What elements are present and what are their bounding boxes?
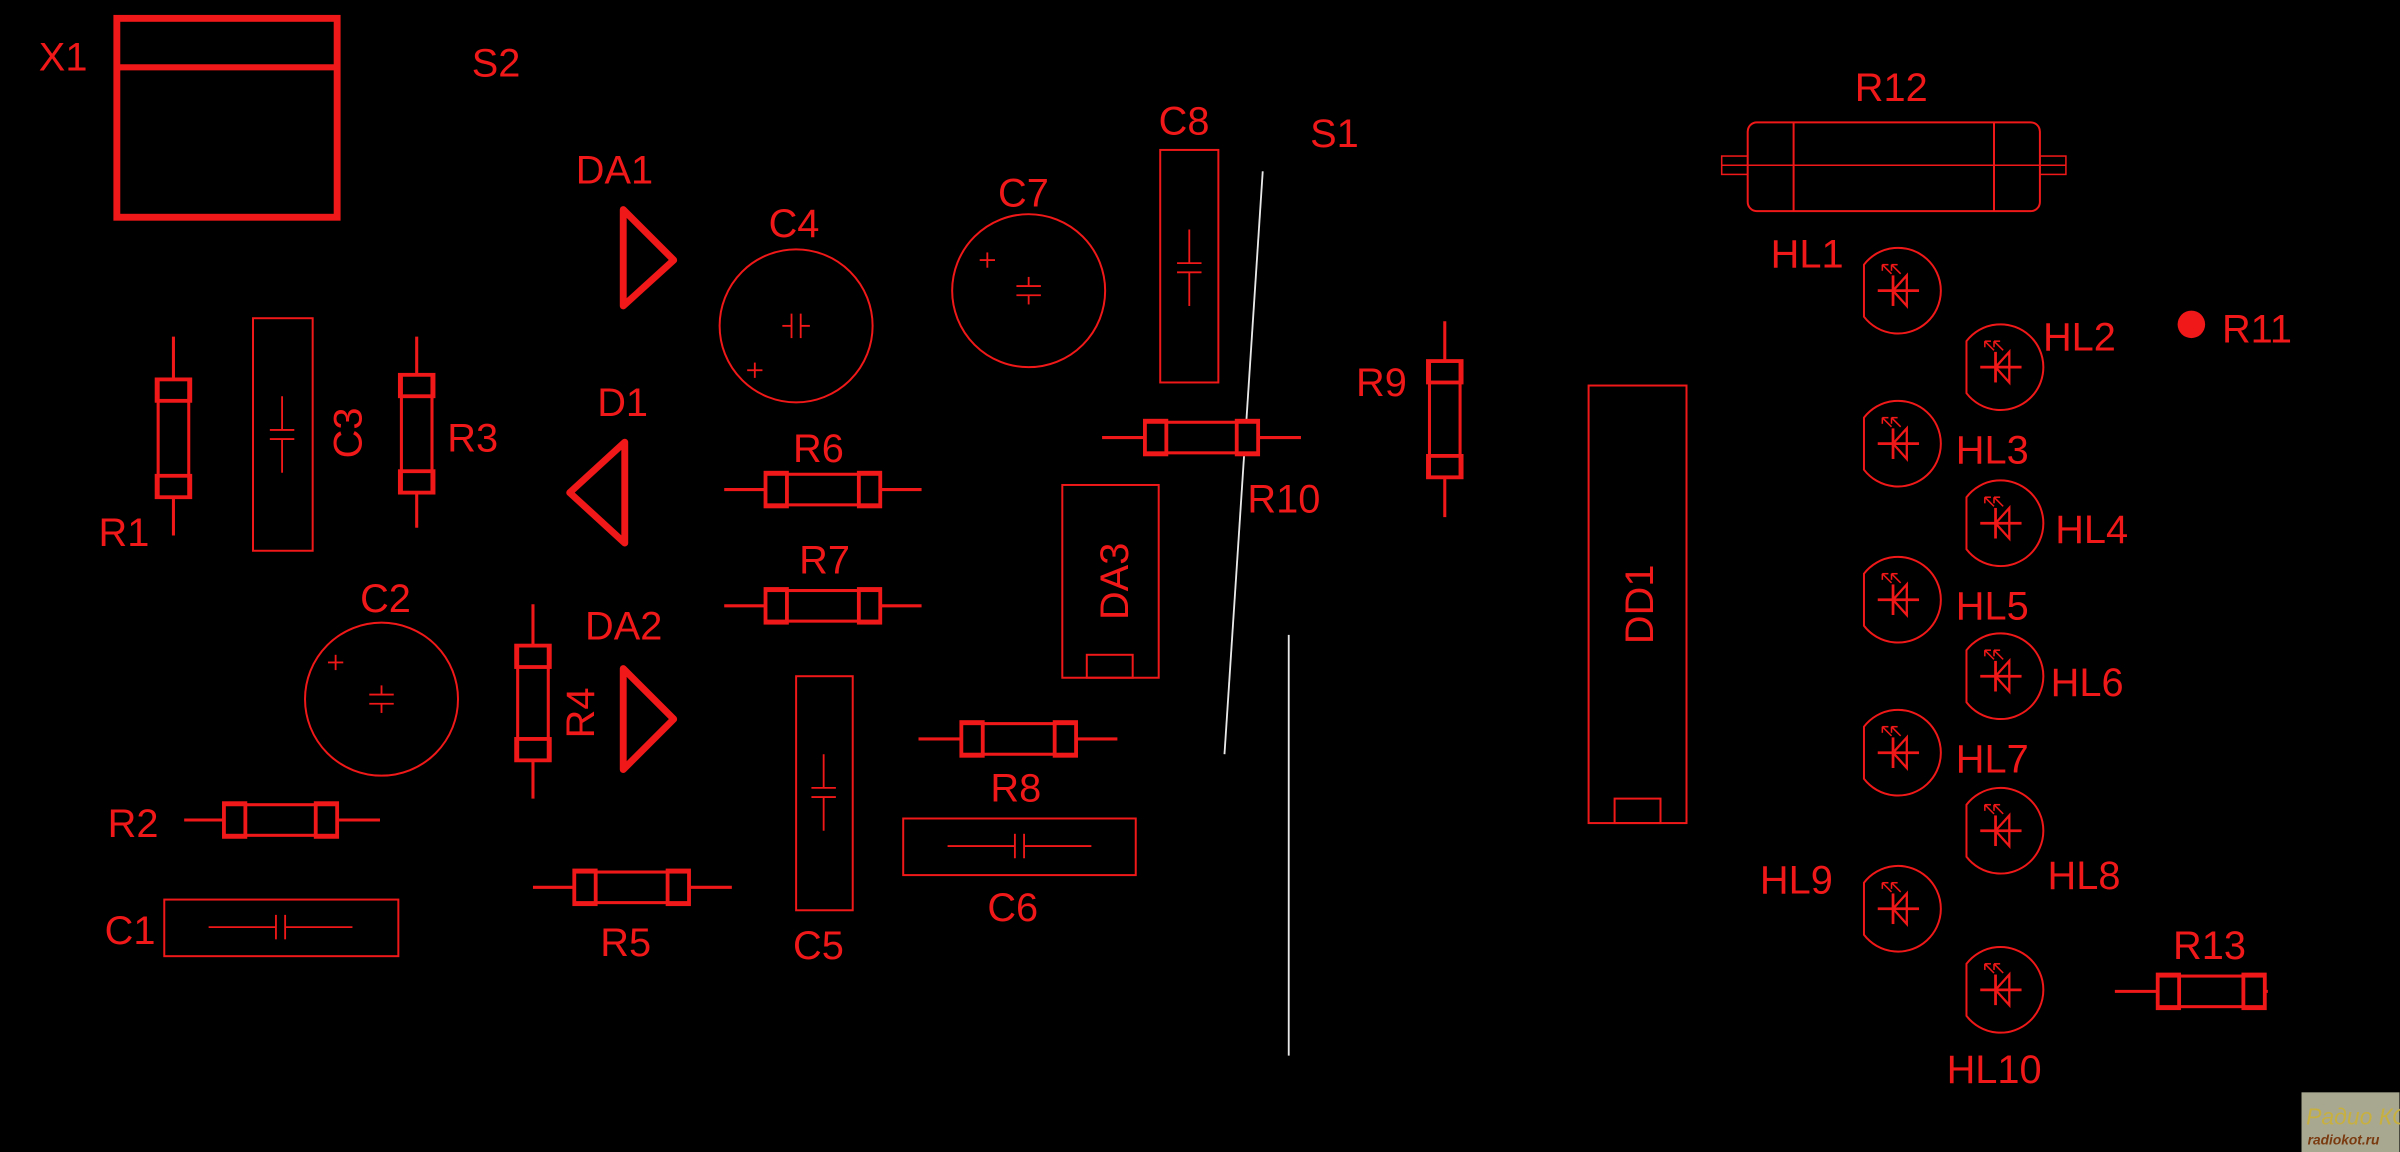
resistor-r11: R11 — [2177, 308, 2292, 352]
label-s2: S2 — [472, 41, 521, 85]
label-s1: S1 — [1310, 112, 1359, 156]
connector-x1: X1 — [39, 14, 341, 221]
resistor-r2: R2 — [108, 801, 380, 846]
label-hl2: HL2 — [2043, 315, 2116, 359]
label-r3: R3 — [447, 416, 498, 460]
capacitor-c2: C2 — [304, 577, 460, 777]
logo-title: Радио КОТ — [2306, 1103, 2400, 1129]
label-c4: C4 — [769, 202, 820, 246]
led-hl10: HL10 — [1947, 946, 2045, 1092]
label-r12: R12 — [1855, 66, 1928, 110]
resistor-r6: R6 — [724, 427, 922, 509]
capacitor-c4: C4 — [718, 202, 874, 404]
resistor-r9: R9 — [1356, 321, 1464, 518]
capacitor-c7: C7 — [951, 172, 1107, 369]
led-hl1: HL1 — [1771, 233, 1942, 335]
label-hl5: HL5 — [1956, 585, 2029, 629]
label-d1: D1 — [597, 381, 648, 425]
led-hl9: HL9 — [1760, 858, 1942, 953]
label-c1: C1 — [105, 909, 156, 953]
label-da3: DA3 — [1093, 543, 1137, 620]
label-hl4: HL4 — [2055, 508, 2128, 552]
label-c7: C7 — [998, 172, 1049, 216]
label-r1: R1 — [98, 511, 149, 555]
label-da1: DA1 — [576, 149, 653, 193]
label-r7: R7 — [799, 539, 850, 583]
resistor-r12: R12 — [1720, 66, 2067, 213]
label-hl10: HL10 — [1947, 1048, 2042, 1092]
led-hl4: HL4 — [1965, 479, 2128, 568]
led-hl7: HL7 — [1862, 708, 2029, 797]
capacitor-c1: C1 — [105, 898, 400, 958]
resistor-r5: R5 — [532, 868, 732, 965]
led-hl3: HL3 — [1862, 399, 2029, 488]
ic-da3: DA3 — [1061, 483, 1160, 679]
resistor-r3: R3 — [397, 336, 498, 528]
led-hl2: HL2 — [1965, 315, 2116, 411]
label-r9: R9 — [1356, 361, 1407, 405]
label-c6: C6 — [987, 886, 1038, 930]
logo-url: radiokot.ru — [2308, 1132, 2380, 1147]
label-r2: R2 — [108, 802, 159, 846]
capacitor-c5: C5 — [793, 675, 854, 968]
label-hl9: HL9 — [1760, 858, 1833, 902]
logo: Радио КОТ radiokot.ru — [2301, 1092, 2400, 1152]
resistor-r8: R8 — [918, 720, 1118, 811]
led-hl5: HL5 — [1862, 555, 2029, 644]
switch-s2: S2 — [472, 41, 521, 85]
label-c5: C5 — [793, 924, 844, 968]
label-c2: C2 — [360, 577, 411, 621]
ic-dd1: DD1 — [1587, 384, 1688, 825]
diode-d1: D1 — [566, 381, 648, 547]
label-hl8: HL8 — [2048, 854, 2121, 898]
resistor-r1: R1 — [98, 336, 193, 555]
switch-s1: S1 — [1223, 112, 1359, 1056]
label-dd1: DD1 — [1618, 565, 1662, 645]
label-r10: R10 — [1247, 478, 1320, 522]
resistor-r4: R4 — [514, 604, 603, 799]
capacitor-c3: C3 — [252, 317, 371, 552]
label-r8: R8 — [990, 767, 1041, 811]
label-hl3: HL3 — [1956, 429, 2029, 473]
label-c8: C8 — [1159, 100, 1210, 144]
regulator-da2: DA2 — [585, 604, 678, 773]
label-x1: X1 — [39, 35, 88, 79]
led-hl8: HL8 — [1965, 786, 2121, 898]
label-r6: R6 — [793, 427, 844, 471]
label-hl7: HL7 — [1956, 738, 2029, 782]
resistor-r7: R7 — [724, 539, 922, 625]
label-r13: R13 — [2173, 924, 2246, 968]
resistor-r13: R13 — [2114, 924, 2268, 1011]
label-hl6: HL6 — [2051, 661, 2124, 705]
regulator-da1: DA1 — [576, 149, 678, 310]
label-r4: R4 — [559, 688, 603, 739]
label-c3: C3 — [327, 408, 371, 459]
label-hl1: HL1 — [1771, 233, 1844, 277]
capacitor-c8: C8 — [1159, 100, 1220, 384]
led-hl6: HL6 — [1965, 632, 2124, 720]
label-r5: R5 — [600, 921, 651, 965]
label-r11: R11 — [2222, 308, 2292, 352]
resistor-r10: R10 — [1102, 418, 1320, 522]
capacitor-c6: C6 — [902, 817, 1137, 930]
label-da2: DA2 — [585, 604, 662, 648]
